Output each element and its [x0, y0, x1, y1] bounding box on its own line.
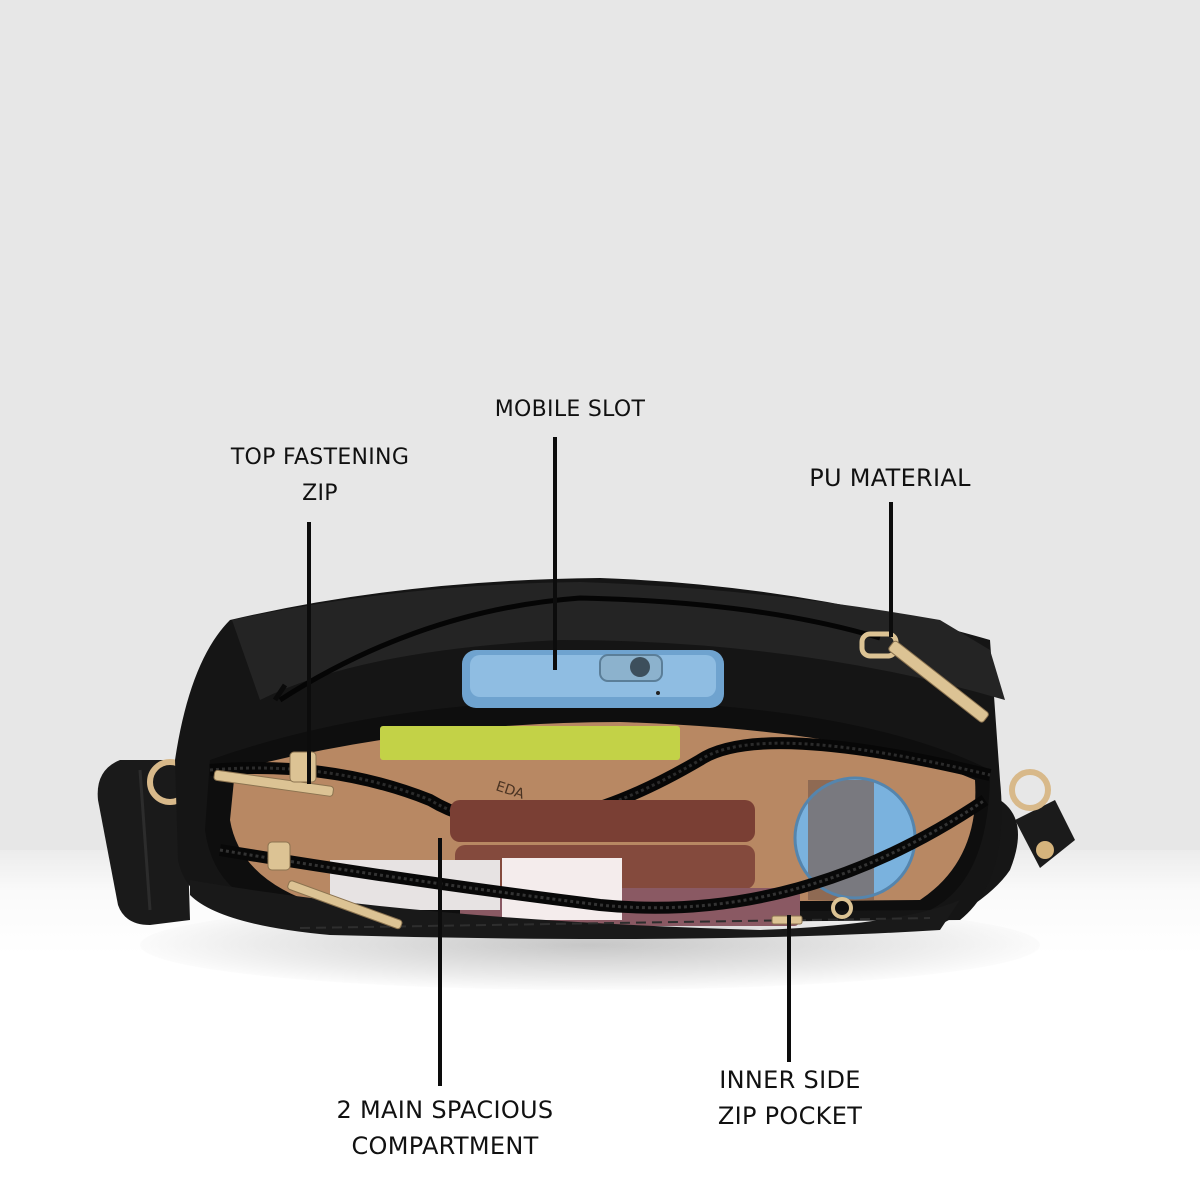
callout-main-compartment: 2 MAIN SPACIOUS COMPARTMENT [290, 1092, 600, 1164]
callout-text: ZIP POCKET [717, 1102, 863, 1130]
callout-text: ZIP [302, 481, 338, 506]
callout-pu-material: PU MATERIAL [780, 460, 1000, 496]
leader-line-main-compartment [438, 838, 442, 1086]
callout-text: INNER SIDE [719, 1066, 861, 1094]
callout-text: TOP FASTENING [230, 445, 410, 470]
left-strap-tab [97, 759, 193, 925]
callout-text: 2 MAIN SPACIOUS [336, 1096, 554, 1124]
callout-text: COMPARTMENT [351, 1132, 539, 1160]
leader-line-pu-material [889, 502, 893, 637]
callout-text: MOBILE SLOT [494, 397, 646, 422]
callout-inner-side-zip-pocket: INNER SIDE ZIP POCKET [680, 1062, 900, 1134]
leader-line-top-fastening-zip [307, 522, 311, 784]
leader-line-mobile-slot [553, 437, 557, 670]
mobile-phone [462, 650, 724, 708]
callout-mobile-slot: MOBILE SLOT [460, 392, 680, 428]
callout-top-fastening-zip: TOP FASTENING ZIP [200, 440, 440, 512]
zipper-pulls [213, 631, 989, 930]
callout-text: PU MATERIAL [809, 464, 971, 492]
leader-line-inner-side-zip-pocket [787, 915, 791, 1062]
